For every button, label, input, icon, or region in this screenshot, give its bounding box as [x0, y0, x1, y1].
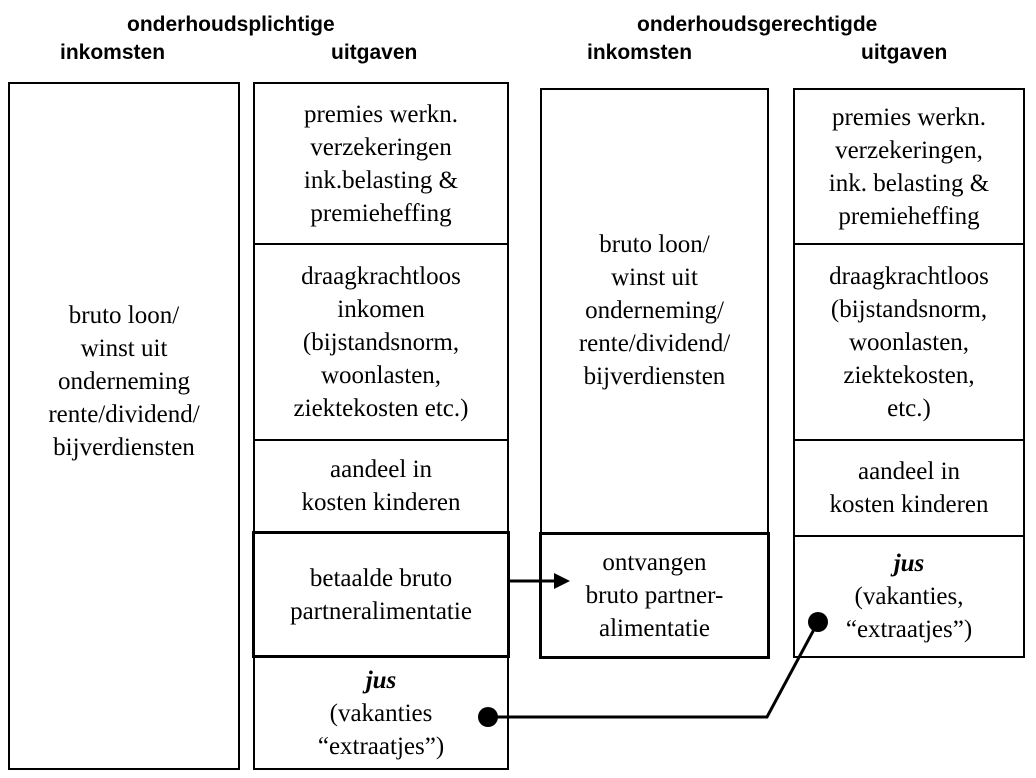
payer-alimony-paid-box: betaalde bruto partneralimentatie [252, 531, 510, 658]
recipient-income-header: inkomsten [587, 41, 693, 64]
recipient-premiums-box: premies werkn. verzekeringen, ink. belas… [793, 88, 1025, 243]
payer-premiums-box: premies werkn. verzekeringen ink.belasti… [253, 82, 509, 243]
text-line: ontvangen [602, 549, 707, 576]
text-line: rente/dividend/ [578, 329, 731, 357]
recipient-children-box: aandeel in kosten kinderen [793, 439, 1025, 535]
payer-income-box: bruto loon/ winst uit onderneming rente/… [8, 82, 240, 770]
recipient-subsistence-box: draagkrachtloos (bijstandsnorm, woonlast… [793, 243, 1025, 439]
jus-label: jus [893, 550, 925, 577]
text-line: betaalde bruto [309, 564, 453, 592]
text-line: aandeel in [329, 456, 433, 483]
recipient-jus-box: jus (vakanties, “extraatjes”) [793, 535, 1025, 658]
payer-subsistence-box: draagkrachtloos inkomen (bijstandsnorm, … [253, 243, 509, 439]
text-line: kosten kinderen [829, 491, 989, 518]
text-line: rente/dividend/ [48, 400, 200, 428]
text-line: woonlasten, [848, 328, 970, 356]
text-line: etc.) [887, 394, 931, 422]
recipient-expenses-header: uitgaven [861, 41, 948, 64]
text-line: premieheffing [838, 202, 980, 230]
text-line: onderneming/ [585, 296, 724, 324]
payer-title: onderhoudsplichtige [127, 13, 335, 36]
text-line: ink.belasting & [303, 166, 459, 194]
text-line: winst uit [80, 334, 168, 362]
text-line: “extraatjes”) [845, 616, 973, 643]
text-line: winst uit [611, 263, 698, 291]
text-line: aandeel in [857, 458, 961, 485]
payer-children-box: aandeel in kosten kinderen [253, 439, 509, 531]
text-line: inkomen [337, 295, 425, 323]
text-line: ziektekosten, [843, 361, 975, 389]
text-line: (vakanties, [854, 583, 964, 610]
payer-expenses-header: uitgaven [331, 41, 418, 64]
recipient-alimony-received-box: ontvangen bruto partner- alimentatie [539, 532, 770, 659]
recipient-title: onderhoudsgerechtigde [637, 13, 878, 36]
text-line: premieheffing [310, 199, 452, 227]
recipient-income-box: bruto loon/ winst uit onderneming/ rente… [540, 88, 769, 532]
text-line: bijverdiensten [53, 433, 195, 461]
text-line: verzekeringen [310, 133, 452, 161]
text-line: partneralimentatie [290, 597, 472, 625]
text-line: (bijstandsnorm, [302, 328, 460, 356]
payer-income-header: inkomsten [60, 41, 166, 64]
text-line: draagkrachtloos [301, 262, 461, 290]
text-line: alimentatie [598, 615, 711, 642]
text-line: bruto partner- [585, 582, 724, 609]
text-line: onderneming [58, 367, 190, 395]
text-line: bruto loon/ [68, 301, 180, 329]
text-line: bruto loon/ [599, 230, 710, 258]
text-line: premies werkn. [831, 103, 987, 131]
text-line: verzekeringen, [835, 136, 983, 164]
text-line: (vakanties [329, 699, 433, 727]
text-line: woonlasten, [320, 361, 442, 389]
text-line: (bijstandsnorm, [830, 295, 988, 323]
text-line: “extraatjes”) [317, 732, 445, 760]
text-line: draagkrachtloos [829, 262, 989, 290]
text-line: bijverdiensten [583, 362, 726, 390]
text-line: ink. belasting & [828, 169, 990, 197]
payer-jus-box: jus (vakanties “extraatjes”) [253, 658, 509, 770]
text-line: premies werkn. [303, 100, 459, 128]
text-line: kosten kinderen [301, 489, 461, 516]
jus-label: jus [365, 666, 397, 694]
text-line: ziektekosten etc.) [293, 394, 469, 422]
